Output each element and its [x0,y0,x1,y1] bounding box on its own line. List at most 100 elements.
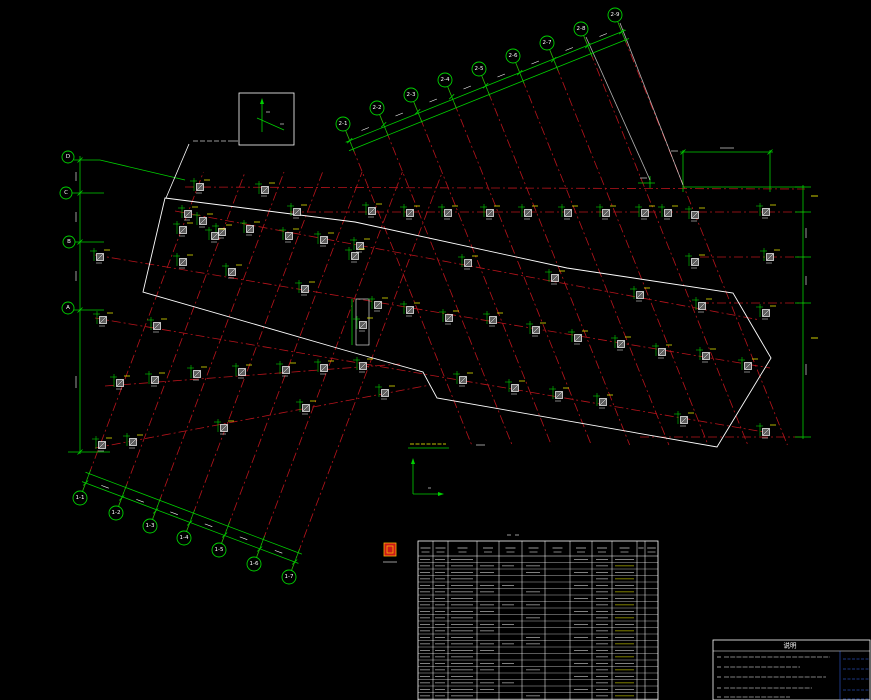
pile-cap-hatch [445,314,453,322]
grid-line-1-axis [82,171,204,491]
dimension-slash [380,121,387,128]
grid-bubble-circle [176,530,192,546]
grid-bubble-2-2: 2-2 [369,100,385,116]
dimension-extension [256,535,265,558]
pile-marker [147,317,167,333]
pile-marker [756,203,776,219]
grid-line-1-axis [152,171,285,519]
pile-marker [187,365,207,381]
grid-line-2-axis [379,115,513,446]
pile-cap-hatch [555,391,563,399]
pile-marker [222,263,242,279]
pile-cap-hatch [96,253,104,261]
pile-marker [630,286,650,302]
pile-cap-hatch [574,334,582,342]
pile-cap-hatch [532,326,540,334]
grid-bubble-circle [281,569,297,585]
grid-bubble-label: 2-7 [543,40,552,46]
outline-leader-line [165,143,190,199]
pile-marker [350,237,370,253]
pile-marker [353,357,373,373]
pile-marker [190,178,210,194]
pile-marker [92,436,112,452]
grid-bubble-2-3: 2-3 [403,87,419,103]
pile-marker [110,374,130,390]
grid-line-2-axis [549,50,709,446]
grid-bubble-circle [211,542,227,558]
dimension-slash [448,93,455,100]
pile-marker [526,321,546,337]
grid-bubble-c: C [59,186,73,200]
pile-cap-hatch [129,438,137,446]
pile-cap-hatch [486,209,494,217]
pile-cap-hatch [285,232,293,240]
pile-cap-hatch [320,364,328,372]
grid-bubble-label: 2-1 [339,121,348,127]
dimension-slash [82,480,89,486]
pile-marker [368,296,388,312]
pile-cap-hatch [179,226,187,234]
grid-bubble-circle [369,100,385,116]
dimension-slash [186,520,193,526]
dimension-slash [77,239,83,245]
pile-marker [760,248,780,264]
grid-bubble-label: D [66,154,70,160]
pile-marker [173,221,193,237]
pile-marker [545,269,565,285]
dimension-extension [481,75,491,97]
pile-markers [90,178,780,452]
table-frame [417,540,659,700]
building-outline [142,197,772,448]
grid-bubble-circle [335,116,351,132]
dimension-slash [77,449,83,455]
illegible-text-mark [204,523,213,527]
dimension-extension [82,469,91,492]
dimension-extension [345,130,355,152]
pile-marker [685,206,705,222]
grid-bubble-circle [471,61,487,77]
pile-schedule-table [417,534,659,700]
dimension-extension [617,21,627,43]
arrow-up-icon [260,98,264,104]
pile-cap-hatch [459,376,467,384]
grid-bubble-1-6: 1-6 [246,556,262,572]
pile-cap-hatch [762,428,770,436]
legend-pile-icon [383,542,397,563]
grid-bubble-label: 1-7 [285,574,294,580]
pile-cap-hatch [199,217,207,225]
grid-line [104,363,401,387]
pile-marker [696,347,716,363]
grid-line [94,254,771,369]
grid-bubble-1-7: 1-7 [281,569,297,585]
grid-line-1-axis [291,171,443,570]
grid-line-1-axis [186,171,323,531]
pile-marker [279,227,299,243]
pile-marker [652,343,672,359]
pile-marker [287,203,307,219]
pile-cap-hatch [301,285,309,293]
grid-bubble-label: 1-5 [215,547,224,553]
pile-cap-hatch [98,441,106,449]
pile-marker [314,359,334,375]
pile-cap-hatch [359,321,367,329]
legend-inner-mark [386,545,394,554]
pile-cap-hatch [744,362,752,370]
pile-cap-hatch [211,232,219,240]
grid-bubble-label: A [66,305,70,311]
pile-cap-hatch [218,228,226,236]
illegible-text-mark [497,73,506,78]
arrow-right-icon [438,492,444,496]
dimension-slash [550,56,557,63]
illegible-text-mark [429,98,438,103]
ucs-axis-icon [411,458,444,496]
dimension-slash [77,190,83,196]
dimension-extension [186,509,195,532]
pile-cap-hatch [116,379,124,387]
grid-bubble-circle [59,186,73,200]
grid-bubble-circle [505,48,521,64]
pile-marker [400,301,420,317]
grid-bubble-circle [607,7,623,23]
grid-bubble-label: 2-6 [509,53,518,59]
grid-bubble-b: B [62,235,76,249]
